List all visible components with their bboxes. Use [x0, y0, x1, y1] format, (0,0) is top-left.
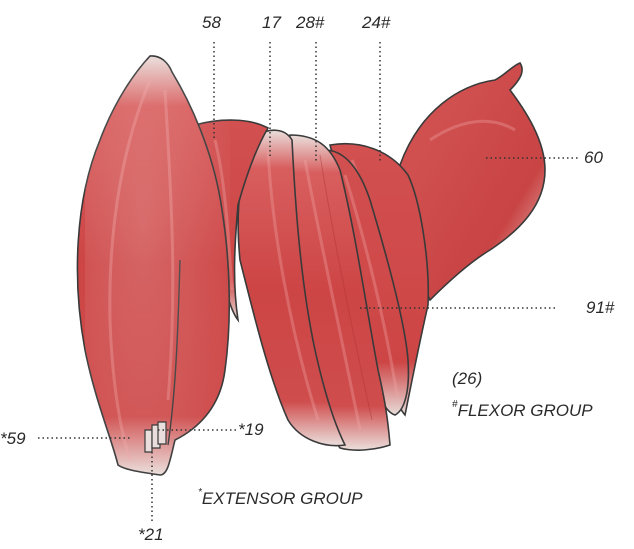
- label-24: 24#: [362, 14, 390, 31]
- muscle-59: [77, 56, 230, 480]
- label-58: 58: [202, 14, 221, 31]
- label-21: *21: [138, 526, 164, 543]
- label-91: 91#: [586, 299, 614, 316]
- extensor-group-legend: *EXTENSOR GROUP: [198, 490, 363, 507]
- flexor-group-legend: #FLEXOR GROUP: [452, 402, 593, 419]
- label-60: 60: [584, 149, 603, 166]
- label-59: *59: [0, 430, 26, 447]
- flexor-group-text: FLEXOR GROUP: [458, 401, 593, 420]
- flexor-mark: #: [452, 399, 458, 410]
- label-19: *19: [238, 421, 264, 438]
- label-17: 17: [262, 14, 281, 31]
- extensor-group-text: EXTENSOR GROUP: [202, 489, 363, 508]
- extensor-mark: *: [198, 487, 202, 498]
- label-28: 28#: [296, 14, 324, 31]
- group-count-label: (26): [452, 370, 482, 387]
